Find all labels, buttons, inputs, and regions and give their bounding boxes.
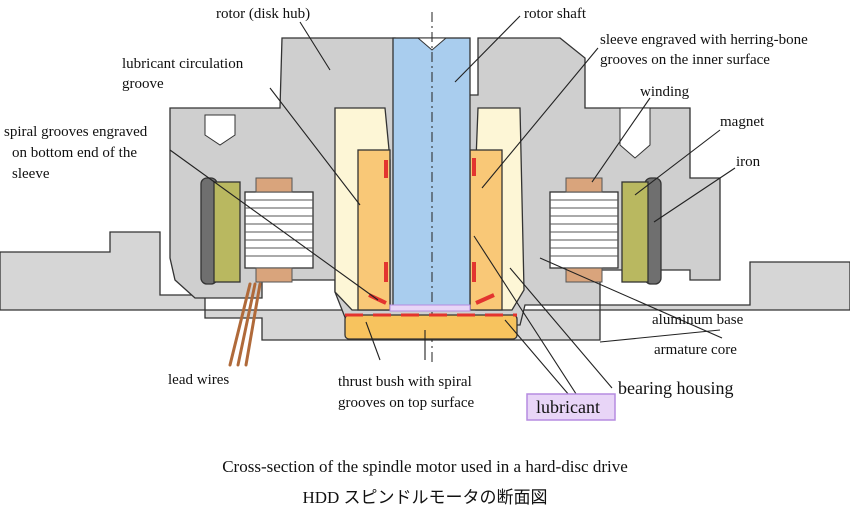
- label-iron: iron: [736, 154, 761, 170]
- label-sleeve-1: sleeve engraved with herring-bone: [600, 32, 808, 48]
- aluminum-base: [0, 231, 850, 341]
- label-spiral-2: on bottom end of the: [12, 145, 137, 161]
- label-rotor-disk-hub: rotor (disk hub): [216, 6, 310, 22]
- winding-left: [245, 177, 313, 283]
- armature-core-right: [549, 191, 619, 269]
- lubricant-film: [389, 304, 471, 312]
- label-rotor-shaft: rotor shaft: [524, 6, 587, 22]
- winding-right: [550, 177, 618, 283]
- screw-right: [619, 107, 651, 159]
- label-lubricant-groove-2: groove: [122, 76, 164, 92]
- label-armature-core: armature core: [654, 342, 737, 358]
- label-lubricant-groove-1: lubricant circulation: [122, 56, 244, 72]
- label-lead-wires: lead wires: [168, 372, 229, 388]
- screw-left: [204, 114, 236, 146]
- armature-core-left: [244, 191, 314, 269]
- label-bearing-housing: bearing housing: [618, 378, 733, 398]
- label-sleeve-2: grooves on the inner surface: [600, 52, 770, 68]
- label-lubricant: lubricant: [536, 397, 600, 417]
- label-spiral-1: spiral grooves engraved: [4, 124, 148, 140]
- caption-english: Cross-section of the spindle motor used …: [222, 457, 628, 476]
- magnet-left: [213, 181, 241, 283]
- label-spiral-3: sleeve: [12, 166, 50, 182]
- caption-japanese: HDD スピンドルモータの断面図: [302, 488, 547, 507]
- leader-lines: [169, 15, 736, 403]
- label-thrust-1: thrust bush with spiral: [338, 374, 472, 390]
- lubricant-badge: [526, 393, 616, 421]
- label-aluminum-base: aluminum base: [652, 312, 744, 328]
- label-winding: winding: [640, 84, 690, 100]
- label-magnet: magnet: [720, 114, 765, 130]
- label-thrust-2: grooves on top surface: [338, 395, 475, 411]
- lead-wires: [228, 282, 262, 367]
- magnet-right: [621, 181, 649, 283]
